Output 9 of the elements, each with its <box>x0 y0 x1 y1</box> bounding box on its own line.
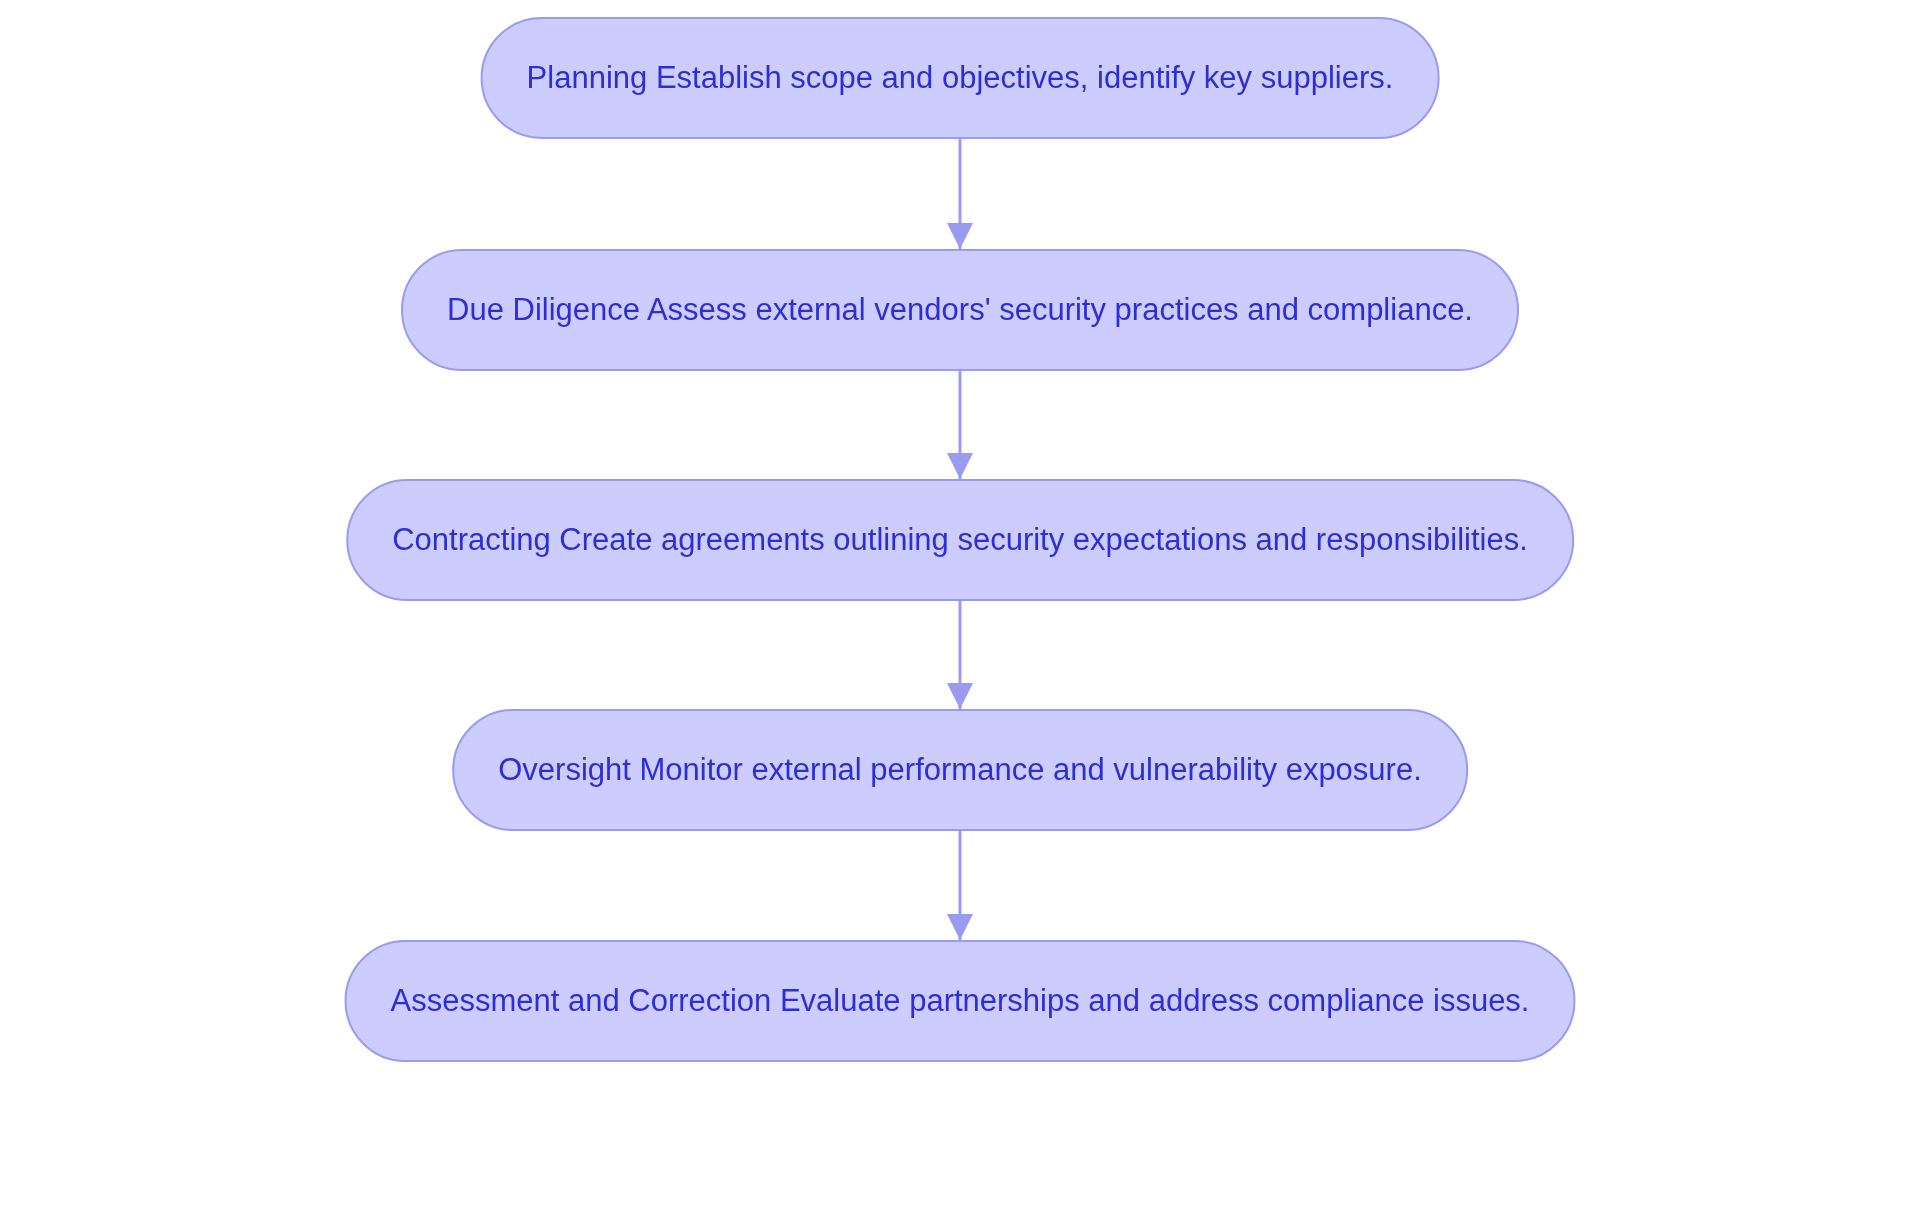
step-text: Due Diligence Assess external vendors' security practices and compliance. <box>447 291 1473 329</box>
arrow <box>947 371 973 479</box>
step-text: Oversight Monitor external performance and vulnerability exposure. <box>498 751 1422 789</box>
arrow <box>947 831 973 940</box>
step-text: Assessment and Correction Evaluate partnerships and address compliance issues. <box>390 982 1530 1020</box>
arrow <box>947 601 973 709</box>
step-text: Contracting Create agreements outlining security expectations and responsibilities. <box>392 521 1528 559</box>
step-text: Planning Establish scope and objectives, identify key suppliers. <box>526 59 1394 97</box>
arrow <box>947 139 973 249</box>
